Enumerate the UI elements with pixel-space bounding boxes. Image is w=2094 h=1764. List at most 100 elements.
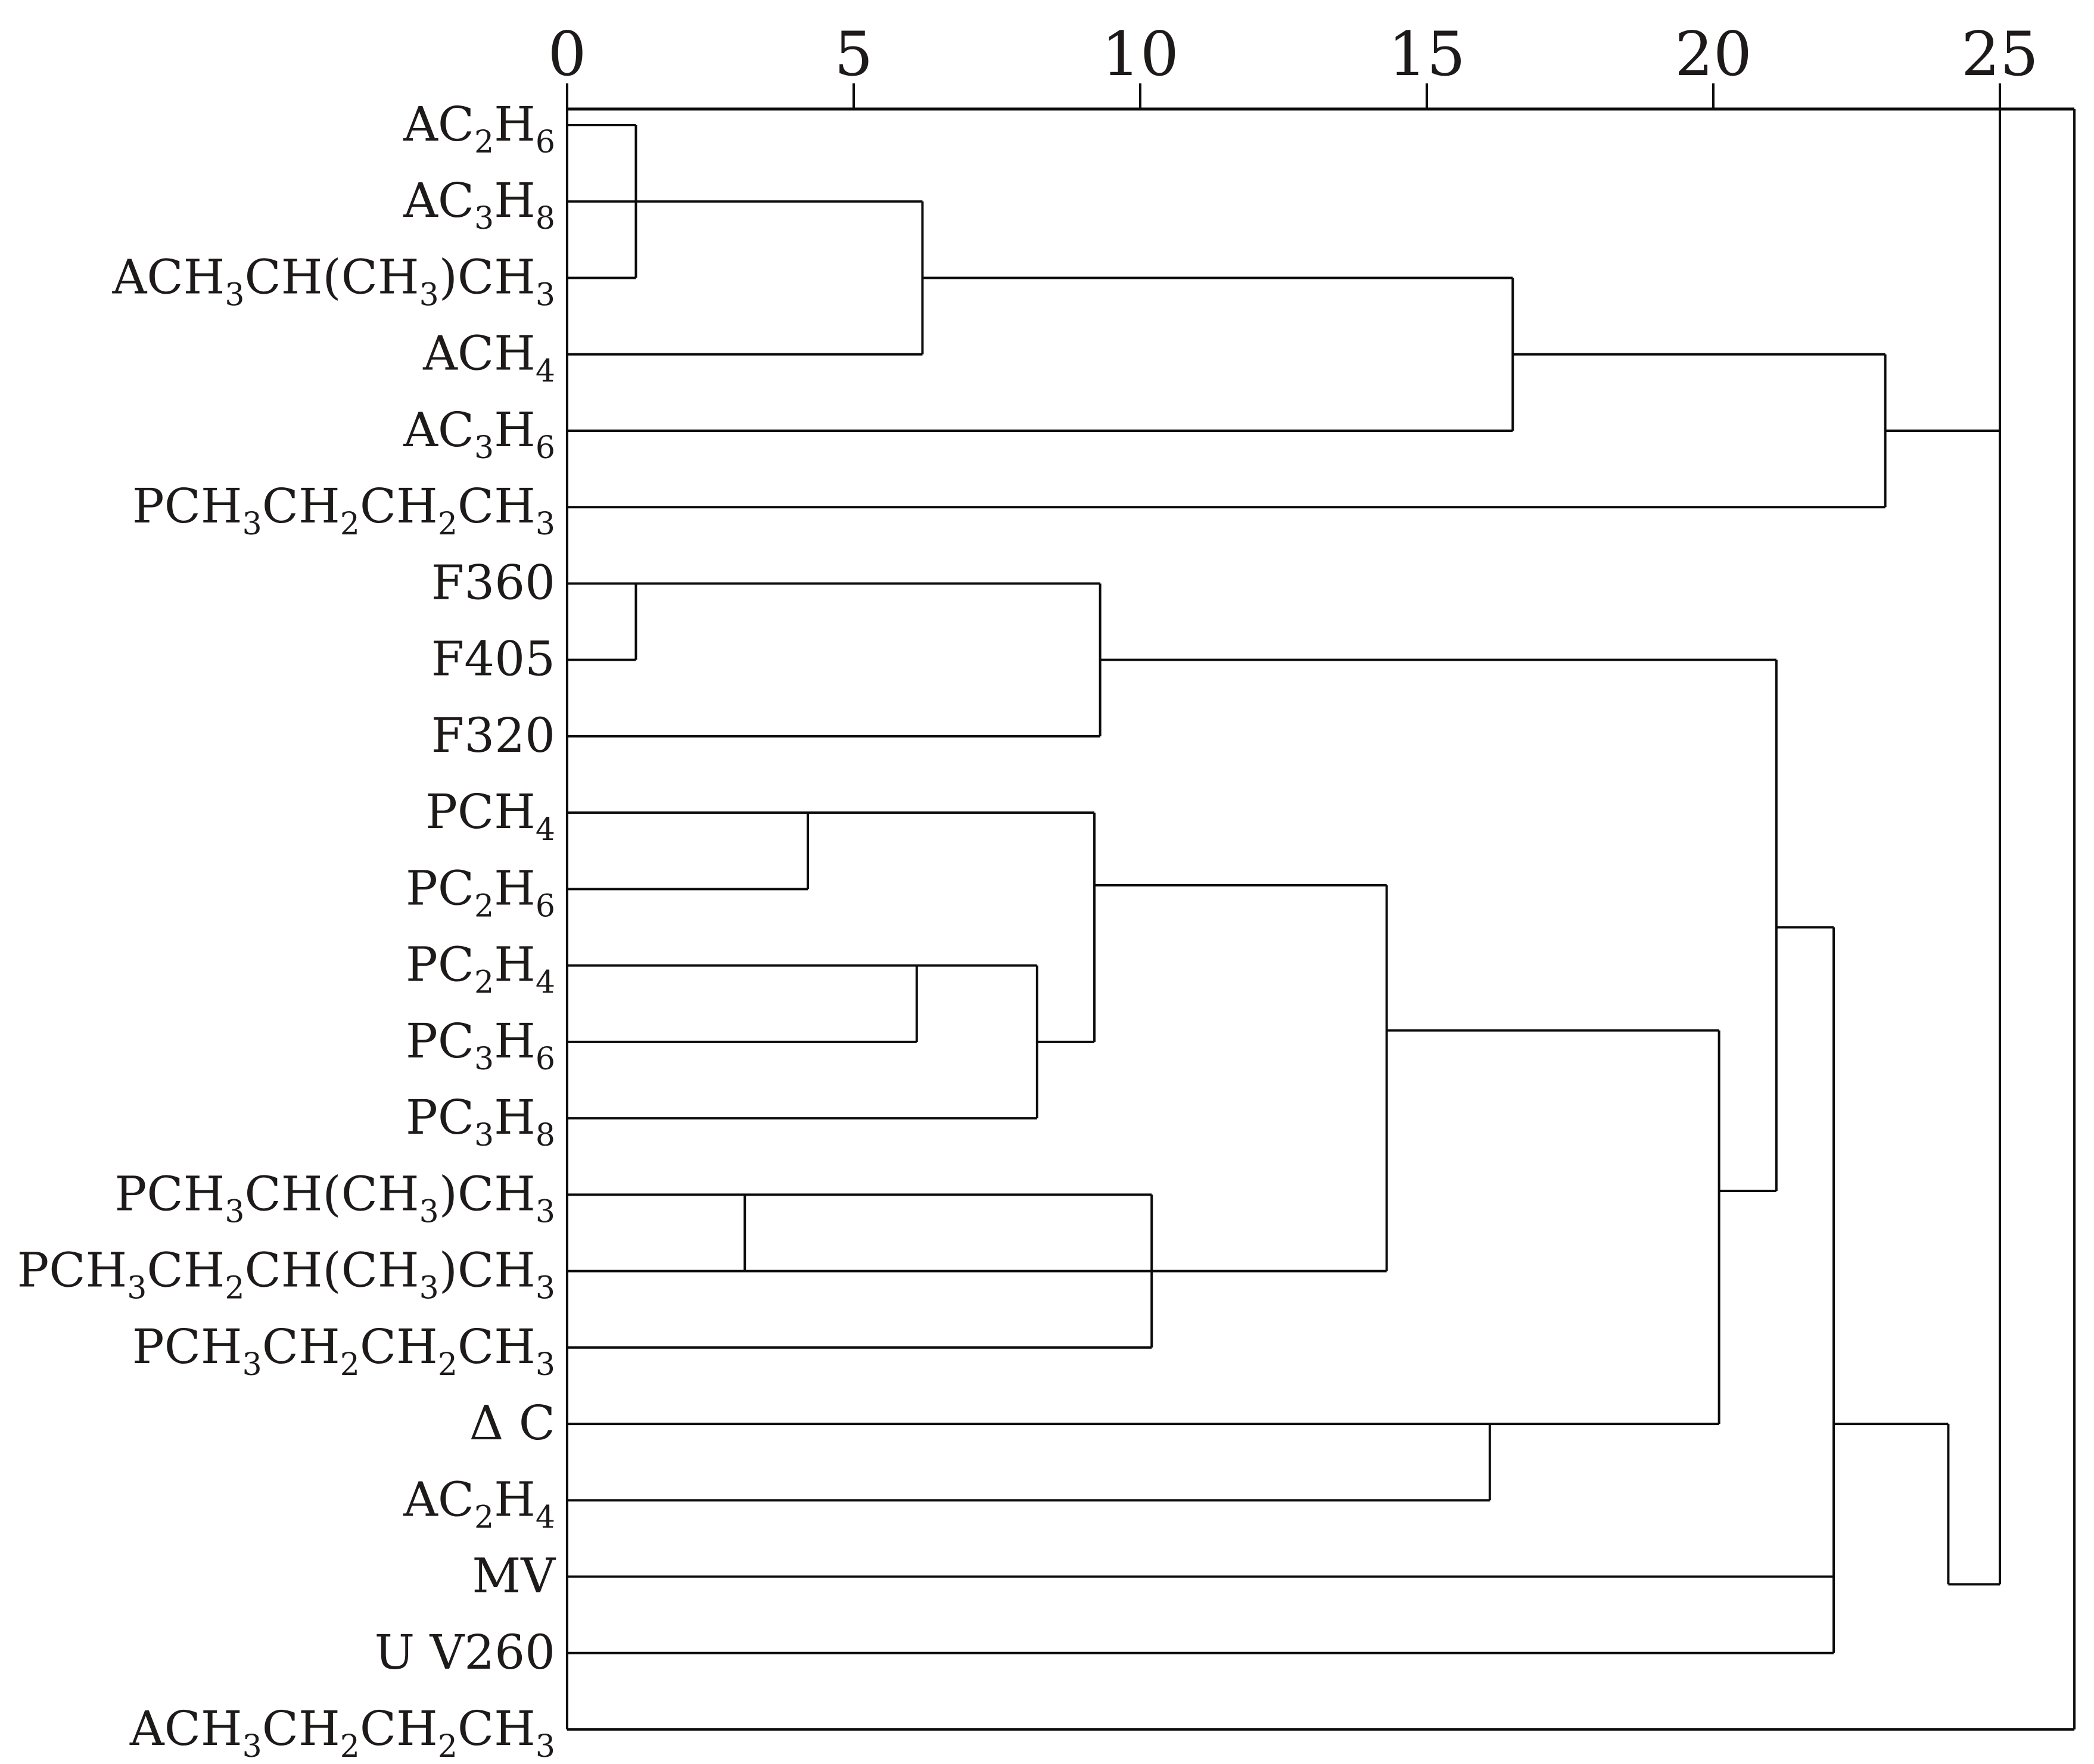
leaf-label-subscript: 3 — [536, 277, 555, 313]
leaf-label-subscript: 3 — [474, 1041, 494, 1077]
leaf-label-text: PC — [406, 860, 474, 916]
leaf-label: PC3H8 — [406, 1090, 555, 1153]
leaf-label-subscript: 6 — [536, 1041, 555, 1077]
leaf-label: AC2H4 — [403, 1471, 555, 1535]
leaf-label-subscript: 2 — [474, 1499, 494, 1535]
leaf-label-subscript: 2 — [340, 1347, 360, 1383]
axis-tick-label: 20 — [1675, 19, 1752, 90]
leaf-label: PCH3CH2CH2CH3 — [132, 478, 555, 542]
leaf-label-subscript: 3 — [474, 201, 494, 237]
leaf-label-text: CH — [262, 1319, 340, 1374]
leaf-label-subscript: 3 — [419, 277, 439, 313]
leaf-label-subscript: 8 — [536, 1118, 555, 1153]
leaf-label-subscript: 3 — [419, 1271, 439, 1306]
axis-tick-label: 0 — [548, 19, 587, 90]
leaf-label-subscript: 6 — [536, 888, 555, 924]
leaf-label-text: F405 — [431, 631, 555, 687]
leaf-label-text: CH — [458, 478, 536, 534]
leaf-label-subscript: 2 — [438, 1729, 458, 1764]
axis-tick-label: 5 — [835, 19, 873, 90]
leaf-label-text: H — [494, 97, 536, 152]
leaf-label-subscript: 4 — [536, 1499, 555, 1535]
leaf-label-subscript: 3 — [419, 1194, 439, 1230]
leaf-label-text: H — [494, 1471, 536, 1527]
leaf-label-text: CH(CH — [244, 1166, 419, 1221]
leaf-label-text: H — [494, 402, 536, 458]
leaf-label-text: ACH — [422, 326, 536, 381]
leaf-label-subscript: 4 — [536, 812, 555, 848]
leaf-label: F320 — [431, 708, 555, 763]
leaf-label-subscript: 3 — [242, 1729, 262, 1764]
leaf-label-text: CH — [262, 1701, 340, 1756]
leaf-label-text: ACH — [112, 249, 225, 304]
leaf-label-text: CH — [147, 1243, 225, 1298]
leaf-label-subscript: 2 — [225, 1271, 244, 1306]
leaf-label: AC2H6 — [403, 97, 555, 160]
leaf-label-subscript: 3 — [225, 277, 244, 313]
axis-tick-label: 25 — [1961, 19, 2039, 90]
leaf-label-text: H — [494, 860, 536, 916]
leaf-label-text: PCH — [132, 478, 242, 534]
leaf-label-text: CH(CH — [244, 249, 419, 304]
leaf-label: AC3H6 — [403, 402, 555, 466]
leaf-label-text: )CH — [439, 1166, 536, 1221]
leaf-label-subscript: 2 — [438, 1347, 458, 1383]
leaf-label-subscript: 3 — [536, 1729, 555, 1764]
leaf-label: PC2H4 — [406, 937, 555, 1001]
leaf-label-subscript: 3 — [536, 1271, 555, 1306]
leaf-label-text: H — [494, 1013, 536, 1069]
leaf-label-subscript: 3 — [536, 506, 555, 542]
leaf-label-text: ACH — [129, 1701, 242, 1756]
leaf-label-subscript: 2 — [474, 125, 494, 160]
leaf-label: PCH3CH2CH(CH3)CH3 — [17, 1243, 555, 1306]
leaf-label-subscript: 3 — [242, 1347, 262, 1383]
leaf-label-subscript: 3 — [536, 1347, 555, 1383]
leaf-label-text: )CH — [439, 1243, 536, 1298]
leaf-label-text: H — [494, 937, 536, 993]
leaf-label: U V260 — [375, 1625, 555, 1680]
leaf-label-text: PC — [406, 1090, 474, 1145]
leaf-label-text: CH — [360, 1701, 438, 1756]
leaf-label-text: PCH — [17, 1243, 127, 1298]
leaf-label-subscript: 8 — [536, 201, 555, 237]
leaf-label: ACH3CH2CH2CH3 — [129, 1701, 555, 1764]
leaf-label-text: PCH — [115, 1166, 225, 1221]
leaf-label: PC2H6 — [406, 860, 555, 924]
leaf-label-subscript: 3 — [536, 1194, 555, 1230]
leaf-label-subscript: 6 — [536, 430, 555, 466]
leaf-label: PCH3CH(CH3)CH3 — [115, 1166, 555, 1230]
leaf-label-text: CH(CH — [244, 1243, 419, 1298]
leaf-label-subscript: 4 — [536, 965, 555, 1001]
leaf-label-text: CH — [458, 1319, 536, 1374]
leaf-label-text: AC — [403, 1471, 474, 1527]
leaf-label-text: AC — [403, 97, 474, 152]
leaf-label: F405 — [431, 631, 555, 687]
leaf-label: ACH4 — [422, 326, 555, 390]
leaf-label: ACH3CH(CH3)CH3 — [112, 249, 555, 313]
leaf-label-text: Δ C — [469, 1395, 555, 1451]
leaf-label-text: H — [494, 173, 536, 228]
leaf-label: PC3H6 — [406, 1013, 555, 1077]
axis-tick-label: 10 — [1102, 19, 1179, 90]
leaf-label-text: F360 — [431, 555, 555, 610]
leaf-label: PCH4 — [425, 784, 555, 848]
leaf-label-text: PC — [406, 1013, 474, 1069]
leaf-label-subscript: 2 — [340, 1729, 360, 1764]
leaf-label-text: )CH — [439, 249, 536, 304]
leaf-label: F360 — [431, 555, 555, 610]
leaf-label-subscript: 6 — [536, 125, 555, 160]
leaf-label-text: CH — [262, 478, 340, 534]
leaf-label-text: AC — [403, 402, 474, 458]
leaf-label-subscript: 2 — [438, 506, 458, 542]
axis-tick-label: 15 — [1388, 19, 1466, 90]
leaf-label: AC3H8 — [403, 173, 555, 237]
leaf-label-subscript: 2 — [474, 965, 494, 1001]
leaf-label-text: H — [494, 1090, 536, 1145]
leaf-label-subscript: 3 — [127, 1271, 147, 1306]
leaf-label-text: CH — [360, 478, 438, 534]
leaf-label-subscript: 2 — [340, 506, 360, 542]
leaf-label: MV — [472, 1548, 556, 1604]
leaf-label-text: PCH — [425, 784, 536, 839]
